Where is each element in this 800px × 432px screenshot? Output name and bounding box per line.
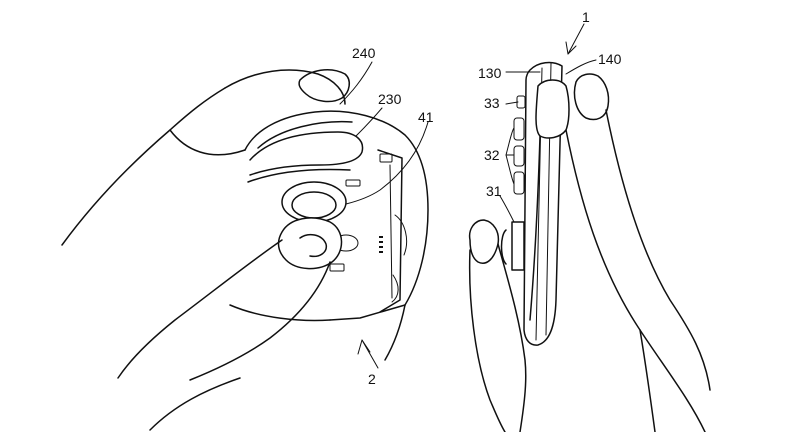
label-1: 1: [582, 9, 590, 25]
reference-labels: 240 230 41 2 1 130 140 33 32 31: [352, 9, 622, 387]
label-33: 33: [484, 95, 500, 111]
label-230: 230: [378, 91, 402, 107]
label-240: 240: [352, 45, 376, 61]
label-140: 140: [598, 51, 622, 67]
right-controller-illustration: [468, 61, 711, 432]
label-32: 32: [484, 147, 500, 163]
label-31: 31: [486, 183, 502, 199]
label-2: 2: [368, 371, 376, 387]
label-130: 130: [478, 65, 502, 81]
label-41: 41: [418, 109, 434, 125]
left-controller-illustration: [61, 68, 429, 431]
left-leader-lines: [339, 61, 429, 369]
right-leader-lines: [499, 23, 597, 223]
